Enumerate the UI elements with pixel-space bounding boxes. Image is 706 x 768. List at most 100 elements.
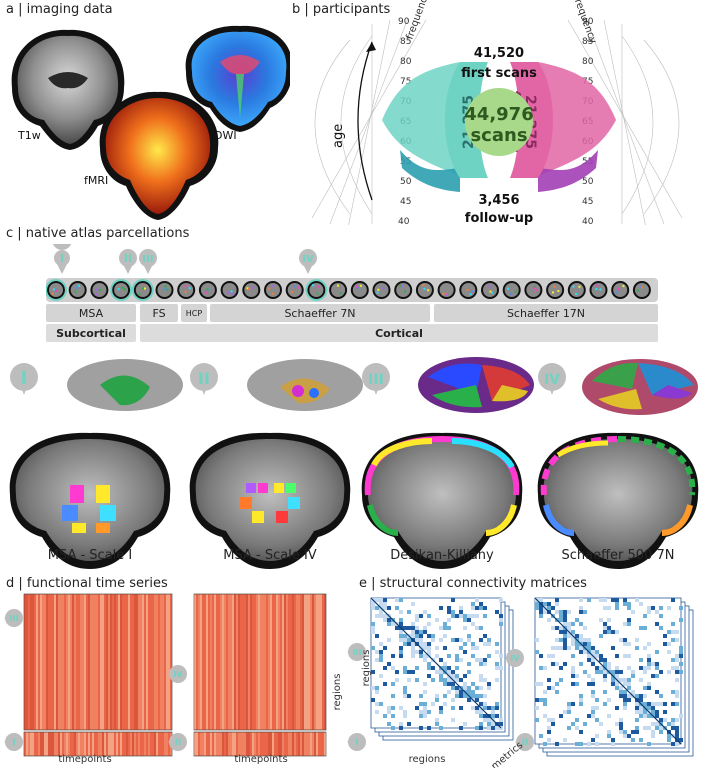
sc-matrix bbox=[534, 597, 683, 746]
svg-text:III: III bbox=[368, 372, 384, 388]
svg-text:IV: IV bbox=[302, 254, 314, 265]
panel-c-title: c | native atlas parcellations bbox=[6, 226, 190, 241]
atlas-strip-thumbnails bbox=[45, 279, 651, 301]
strip-thumb bbox=[415, 281, 434, 299]
strip-thumb bbox=[372, 281, 391, 299]
strip-thumb bbox=[90, 281, 109, 299]
caption-iv: Schaeffer 500 7N bbox=[561, 548, 675, 563]
svg-text:III: III bbox=[142, 254, 153, 265]
ts-xlabel-1: timepoints bbox=[58, 754, 111, 765]
sc-matrix bbox=[370, 597, 503, 730]
structural-connectivity-matrices: III I IV II regions regions metrics bbox=[347, 597, 694, 768]
first-scans-count: 41,520 bbox=[474, 46, 524, 61]
sc-ylabel: regions bbox=[361, 650, 372, 687]
svg-text:80: 80 bbox=[400, 57, 412, 67]
svg-text:III: III bbox=[353, 648, 362, 657]
svg-text:85: 85 bbox=[582, 37, 593, 47]
age-arrow bbox=[357, 41, 373, 201]
left-frequency-grid bbox=[311, 17, 427, 225]
strip-thumb bbox=[459, 281, 478, 299]
svg-text:IV: IV bbox=[510, 654, 520, 663]
strip-thumb bbox=[546, 281, 565, 299]
seg-schaeffer-17n: Schaeffer 17N bbox=[434, 304, 658, 322]
sc-zlabel: metrics bbox=[490, 740, 526, 768]
strip-thumb bbox=[305, 279, 328, 301]
caption-iii: Desikan-Killiany bbox=[390, 548, 494, 563]
ts-heatmap bbox=[23, 731, 173, 757]
atlas-strip bbox=[45, 278, 658, 302]
panel-b-title: b | participants bbox=[292, 2, 391, 17]
sc-marker-iv: IV bbox=[505, 649, 524, 667]
strip-thumb bbox=[567, 281, 586, 299]
strip-thumb bbox=[502, 281, 521, 299]
example-ii: II bbox=[189, 359, 363, 569]
strip-thumb bbox=[220, 281, 239, 299]
svg-text:II: II bbox=[175, 738, 182, 748]
strip-thumb bbox=[68, 281, 87, 299]
ts-ylabel: regions bbox=[332, 674, 343, 711]
dwi-label: DWI bbox=[214, 129, 237, 142]
strip-thumb bbox=[198, 281, 217, 299]
svg-text:85: 85 bbox=[400, 37, 411, 47]
svg-text:75: 75 bbox=[400, 77, 411, 87]
svg-text:IV: IV bbox=[173, 670, 183, 679]
svg-text:III: III bbox=[10, 614, 19, 623]
example-iii: III bbox=[361, 357, 534, 569]
svg-text:II: II bbox=[124, 252, 132, 265]
functional-time-series: III I IV II timepoints timepoints region… bbox=[4, 593, 343, 765]
caption-ii: MSA - Scale IV bbox=[223, 548, 317, 563]
marker-iv: IV bbox=[299, 249, 317, 274]
svg-text:90: 90 bbox=[582, 17, 594, 27]
strip-thumb bbox=[524, 281, 543, 299]
example-i: I bbox=[9, 359, 183, 569]
strip-thumb bbox=[394, 281, 413, 299]
sc-marker-i: I bbox=[347, 733, 366, 751]
seg-schaeffer-7n: Schaeffer 7N bbox=[210, 304, 430, 322]
svg-text:I: I bbox=[21, 368, 28, 389]
panel-a-title: a | imaging data bbox=[6, 2, 113, 17]
total-count: 44,976 bbox=[464, 104, 533, 125]
strip-thumb bbox=[177, 281, 196, 299]
strip-thumb bbox=[110, 279, 133, 301]
parcellation-examples: I II III bbox=[9, 357, 699, 569]
ts-heatmap bbox=[193, 593, 327, 731]
svg-text:50: 50 bbox=[400, 177, 412, 187]
strip-thumb bbox=[155, 281, 174, 299]
ts-heatmap bbox=[193, 731, 327, 757]
marker-iii: III bbox=[139, 249, 157, 274]
age-label: age bbox=[331, 124, 346, 148]
strip-thumb bbox=[437, 281, 456, 299]
svg-text:80: 80 bbox=[582, 57, 594, 67]
strip-thumb bbox=[285, 281, 304, 299]
strip-thumb bbox=[632, 281, 651, 299]
seg-hcp: HCP bbox=[181, 304, 207, 322]
svg-text:IV: IV bbox=[544, 372, 560, 388]
svg-text:50: 50 bbox=[582, 177, 594, 187]
total-scans-circle bbox=[465, 88, 533, 156]
marker-i: I bbox=[52, 244, 72, 274]
seg-cortical: Cortical bbox=[140, 324, 658, 342]
marker-ii: II bbox=[119, 249, 137, 274]
strip-thumb bbox=[242, 281, 261, 299]
strip-markers: I II III IV bbox=[52, 244, 317, 274]
svg-text:40: 40 bbox=[398, 217, 410, 225]
seg-subcortical: Subcortical bbox=[46, 324, 136, 342]
seg-fs: FS bbox=[140, 304, 178, 322]
svg-text:I: I bbox=[12, 738, 15, 748]
caption-i: MSA - Scale I bbox=[47, 548, 133, 563]
svg-text:45: 45 bbox=[400, 197, 411, 207]
ts-marker-iii: III bbox=[4, 609, 23, 627]
ts-marker-i: I bbox=[4, 733, 23, 751]
ts-heatmap bbox=[23, 593, 173, 731]
svg-text:II: II bbox=[198, 369, 210, 388]
svg-text:I: I bbox=[355, 738, 358, 748]
svg-text:90: 90 bbox=[398, 17, 410, 27]
svg-text:45: 45 bbox=[582, 197, 593, 207]
fmri-label: fMRI bbox=[84, 174, 108, 187]
strip-thumb bbox=[131, 279, 154, 301]
strip-thumb bbox=[264, 281, 282, 299]
first-scans-label: first scans bbox=[461, 66, 537, 81]
ts-xlabel-2: timepoints bbox=[234, 754, 287, 765]
strip-thumb bbox=[45, 279, 67, 301]
